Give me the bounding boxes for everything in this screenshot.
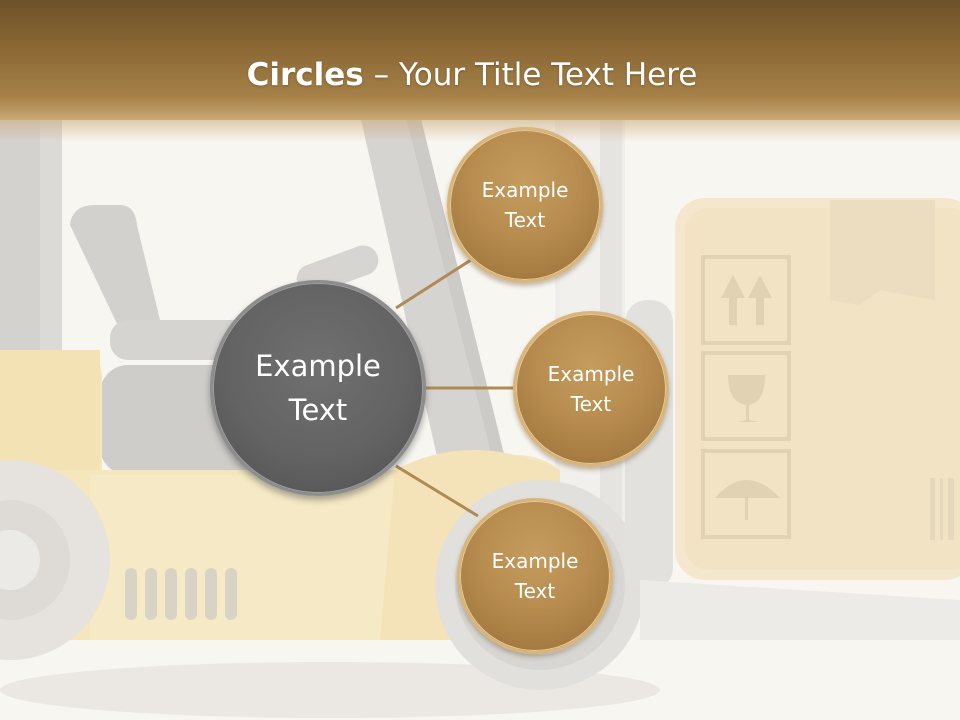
- title-bold-part: Circles: [246, 57, 364, 93]
- node-circle-top[interactable]: Example Text: [447, 127, 603, 283]
- node-circle-label-line1: Example: [481, 178, 569, 202]
- connector-line-top: [395, 256, 475, 310]
- node-circle-middle[interactable]: Example Text: [513, 311, 669, 467]
- node-circle-label-line1: Example: [491, 549, 579, 573]
- center-circle-line1: Example: [255, 349, 381, 383]
- slide-title[interactable]: Circles – Your Title Text Here: [0, 52, 944, 98]
- node-circle-label-line2: Text: [504, 208, 546, 232]
- node-circle-label-line1: Example: [547, 362, 635, 386]
- center-circle-line2: Text: [288, 393, 348, 427]
- node-circle-bottom[interactable]: Example Text: [457, 498, 613, 654]
- node-circle-label-line2: Text: [570, 392, 612, 416]
- node-circle-label-line2: Text: [514, 579, 556, 603]
- connector-line-bottom: [395, 464, 479, 518]
- center-circle[interactable]: Example Text: [210, 280, 426, 496]
- title-bar: [0, 0, 960, 142]
- title-rest-part: – Your Title Text Here: [363, 57, 698, 93]
